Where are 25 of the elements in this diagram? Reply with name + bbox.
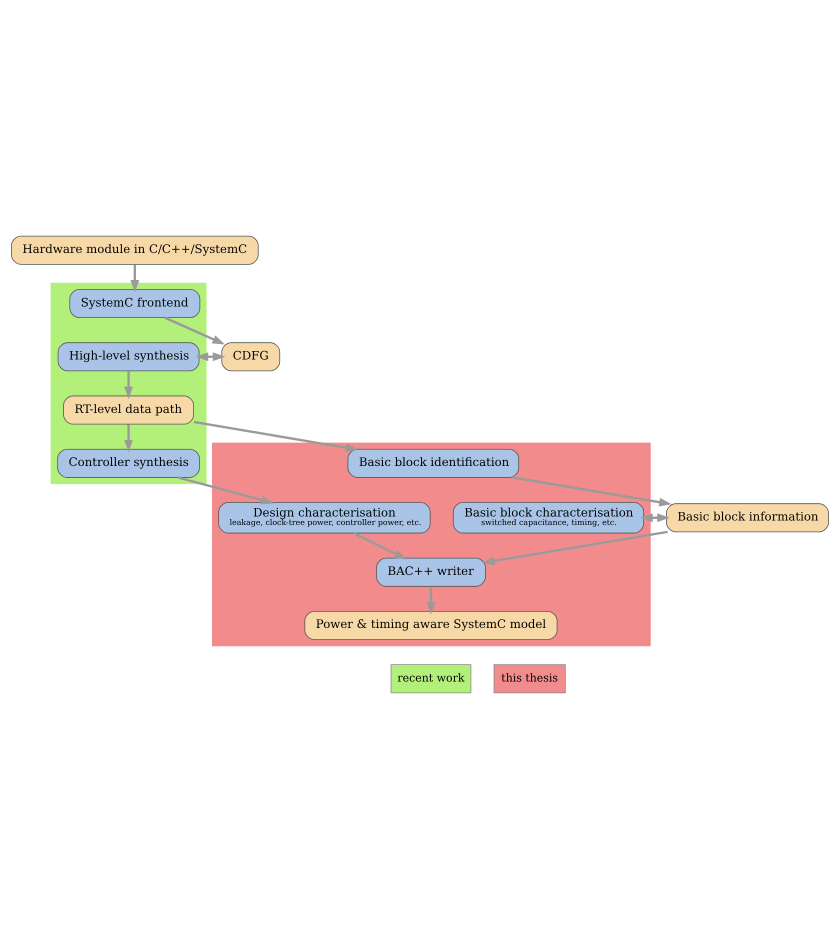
- node-box: Basic block information: [666, 502, 829, 532]
- arrow: [482, 530, 668, 565]
- node-box: Hardware module in C/C++/SystemC: [11, 235, 259, 264]
- arrow: [512, 476, 672, 506]
- node-box: High-level synthesis: [58, 342, 200, 371]
- legend-label: recent work: [397, 671, 465, 684]
- arrow: [130, 264, 140, 292]
- arrow: [164, 316, 226, 344]
- node-box: RT-level data path: [63, 395, 194, 424]
- node-box: CDFG: [221, 342, 280, 371]
- node-box: Design characterisation leakage, clock-tree power, controller power, etc.: [218, 502, 431, 533]
- arrow: [426, 586, 436, 614]
- cluster: [50, 282, 207, 484]
- arrow: [640, 512, 670, 522]
- node-box: Basic block characterisation switched capacitance, timing, etc.: [452, 502, 644, 533]
- arrow: [353, 532, 408, 560]
- node-box: Power & timing aware SystemC model: [304, 610, 558, 640]
- node-box: BAC++ writer: [376, 557, 486, 586]
- node-box: Basic block identification: [348, 448, 520, 478]
- node-box: SystemC frontend: [69, 288, 200, 318]
- arrow: [124, 424, 133, 452]
- legend-label: this thesis: [501, 671, 558, 684]
- arrow: [196, 352, 226, 361]
- node-box: Controller synthesis: [57, 448, 200, 478]
- arrow: [124, 370, 133, 399]
